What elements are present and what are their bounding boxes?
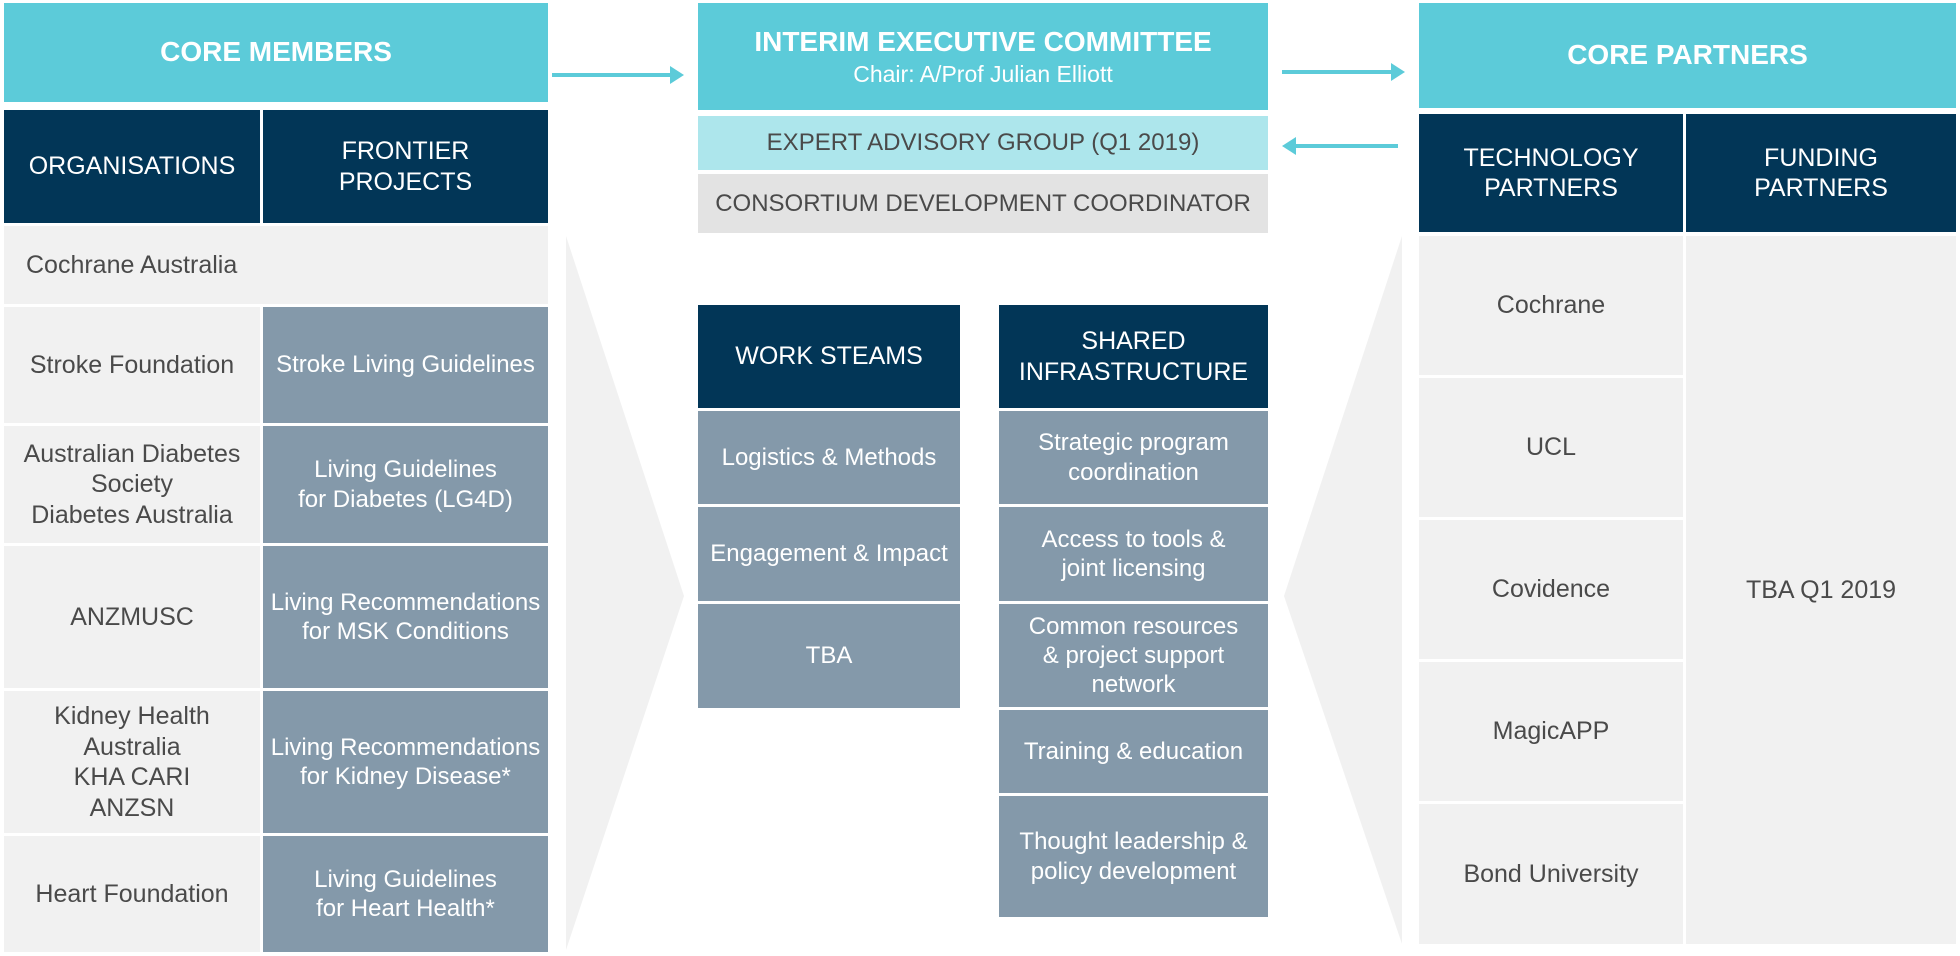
committee-chair: Chair: A/Prof Julian Elliott [853,60,1113,87]
work-stream-item: TBA [698,604,960,708]
core-members-title: CORE MEMBERS [160,36,392,68]
frontier-projects-column-header: FRONTIER PROJECTS [263,110,548,223]
shared-infrastructure-label: Thought leadership & policy development [1019,828,1248,885]
coordinator-label: CONSORTIUM DEVELOPMENT COORDINATOR [715,189,1251,217]
frontier-project-stroke: Stroke Living Guidelines [263,307,548,423]
member-org-label: Kidney Health Australia KHA CARI ANZSN [54,702,210,822]
shared-infrastructure-item: Access to tools & joint licensing [999,507,1268,601]
member-org-anzmusc: ANZMUSC [4,546,260,688]
core-partners-header: CORE PARTNERS [1419,3,1956,108]
arrow-head-left-icon [1282,137,1296,155]
work-stream-item: Engagement & Impact [698,507,960,601]
shared-infrastructure-label: Common resources & project support netwo… [1028,612,1239,699]
technology-partners-column-header: TECHNOLOGY PARTNERS [1419,114,1683,232]
frontier-project-msk: Living Recommendations for MSK Condition… [263,546,548,688]
work-stream-label: TBA [805,642,853,670]
shared-infrastructure-label: Training & education [1023,737,1244,765]
frontier-project-heart: Living Guidelines for Heart Health* [263,836,548,952]
shared-infrastructure-item: Common resources & project support netwo… [999,604,1268,707]
frontier-projects-label: FRONTIER PROJECTS [338,137,473,196]
technology-partner-item: Covidence [1419,520,1683,659]
work-streams-title: WORK STEAMS [735,342,923,371]
technology-partner-item: Cochrane [1419,236,1683,375]
organisations-label: ORGANISATIONS [28,152,236,181]
work-stream-item: Logistics & Methods [698,411,960,504]
arrow-head-right-icon [670,66,684,84]
expert-advisory-label: EXPERT ADVISORY GROUP (Q1 2019) [766,129,1200,157]
technology-partner-item: MagicAPP [1419,662,1683,801]
core-partners-title: CORE PARTNERS [1567,39,1808,71]
expert-advisory-group: EXPERT ADVISORY GROUP (Q1 2019) [698,116,1268,170]
shared-infrastructure-title: SHARED INFRASTRUCTURE [1018,327,1249,386]
frontier-project-label: Living Guidelines for Diabetes (LG4D) [298,456,513,513]
member-org-label: Stroke Foundation [29,350,235,379]
arrow-head-right-icon [1391,63,1405,81]
work-streams-header: WORK STEAMS [698,305,960,408]
member-org-label: Heart Foundation [35,879,229,908]
funding-partners-value: TBA Q1 2019 [1745,575,1897,604]
member-org-cochrane-australia: Cochrane Australia [4,226,548,304]
frontier-project-diabetes: Living Guidelines for Diabetes (LG4D) [263,426,548,543]
left-funnel [566,236,684,950]
member-org-label: ANZMUSC [70,602,194,631]
technology-partner-label: Bond University [1463,859,1639,888]
frontier-project-label: Living Recommendations for MSK Condition… [270,588,541,645]
organisations-column-header: ORGANISATIONS [4,110,260,223]
shared-infrastructure-label: Strategic program coordination [1038,429,1229,486]
funding-partners-cell: TBA Q1 2019 [1686,236,1956,944]
technology-partner-label: Covidence [1491,575,1611,604]
consortium-development-coordinator: CONSORTIUM DEVELOPMENT COORDINATOR [698,174,1268,233]
committee-title: INTERIM EXECUTIVE COMMITTEE [754,26,1212,58]
funding-partners-column-header: FUNDING PARTNERS [1686,114,1956,232]
technology-partner-label: Cochrane [1496,291,1606,320]
shared-infrastructure-item: Strategic program coordination [999,411,1268,504]
work-stream-label: Logistics & Methods [721,443,937,471]
shared-infrastructure-header: SHARED INFRASTRUCTURE [999,305,1268,408]
member-org-label: Cochrane Australia [26,250,238,279]
frontier-project-label: Living Recommendations for Kidney Diseas… [270,733,541,790]
member-org-diabetes: Australian Diabetes Society Diabetes Aus… [4,426,260,543]
member-org-label: Australian Diabetes Society Diabetes Aus… [23,439,241,529]
interim-executive-committee-header: INTERIM EXECUTIVE COMMITTEE Chair: A/Pro… [698,3,1268,110]
member-org-stroke-foundation: Stroke Foundation [4,307,260,423]
shared-infrastructure-label: Access to tools & joint licensing [1041,525,1226,582]
funding-partners-label: FUNDING PARTNERS [1754,143,1888,203]
frontier-project-label: Stroke Living Guidelines [276,351,535,379]
shared-infrastructure-item: Thought leadership & policy development [999,796,1268,917]
frontier-project-label: Living Guidelines for Heart Health* [314,865,497,922]
frontier-project-kidney: Living Recommendations for Kidney Diseas… [263,691,548,833]
right-funnel [1284,236,1402,944]
core-members-header: CORE MEMBERS [4,3,548,102]
technology-partner-item: UCL [1419,378,1683,517]
work-stream-label: Engagement & Impact [710,540,948,568]
shared-infrastructure-item: Training & education [999,710,1268,793]
technology-partner-label: MagicAPP [1492,717,1610,746]
member-org-heart-foundation: Heart Foundation [4,836,260,952]
technology-partners-label: TECHNOLOGY PARTNERS [1463,143,1639,203]
member-org-kidney: Kidney Health Australia KHA CARI ANZSN [4,691,260,833]
technology-partner-item: Bond University [1419,804,1683,944]
technology-partner-label: UCL [1525,433,1576,462]
